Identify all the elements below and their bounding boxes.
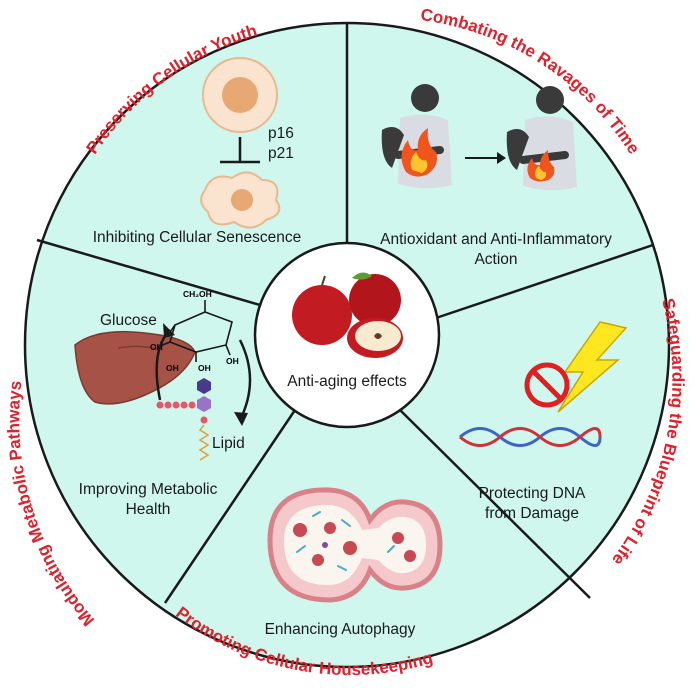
senescent-cell-icon: [200, 171, 281, 229]
senescence-label: Inhibiting Cellular Senescence: [93, 229, 302, 246]
autophagy-label: Enhancing Autophagy: [265, 621, 416, 638]
marker-p16: p16: [268, 125, 294, 142]
person-relieved-icon: [506, 86, 577, 191]
lipid-molecule-icon: [156, 378, 211, 461]
center-label: Anti-aging effects: [287, 373, 407, 390]
metabolic-label-line-1: Improving Metabolic: [79, 481, 218, 498]
center-hub: Anti-aging effects: [253, 241, 441, 429]
oh-label-2: OH: [166, 363, 179, 373]
oh-label-1: OH: [150, 342, 163, 352]
cycle-arrows-icon: [155, 323, 252, 426]
oh-label-4: OH: [226, 356, 239, 366]
glucose-label: Glucose: [100, 312, 157, 329]
marker-p21: p21: [268, 145, 294, 162]
arrow-right-icon: [465, 152, 506, 164]
person-inflamed-icon: [381, 84, 452, 189]
metabolic-label-line-2: Health: [126, 501, 171, 518]
segment-autophagy: Enhancing Autophagy: [265, 487, 443, 638]
autolysosome-icon: [267, 487, 443, 603]
antioxidant-label-line-2: Action: [474, 251, 517, 268]
healthy-cell-icon: [202, 57, 278, 133]
dna-label-line-1: Protecting DNA: [479, 485, 586, 502]
inhibition-icon: [220, 137, 260, 164]
dna-label-line-2: from Damage: [485, 505, 579, 522]
segment-antioxidant: Antioxidant and Anti-Inflammatory Action: [380, 84, 612, 268]
segment-dividers: [36, 23, 654, 604]
oh-label-3: OH: [198, 363, 211, 373]
liver-icon: [74, 330, 196, 405]
segment-dna: Protecting DNA from Damage: [459, 321, 628, 522]
lipid-label: Lipid: [212, 435, 245, 452]
apples-icon: [292, 272, 403, 358]
dna-helix-icon: [459, 427, 602, 447]
ch2oh-label: CH₂OH: [183, 289, 212, 299]
lightning-bolt-icon: [557, 321, 628, 413]
segment-metabolic: Glucose CH₂OH OH OH OH OH: [74, 289, 252, 518]
prohibited-icon: [524, 362, 570, 408]
antioxidant-label-line-1: Antioxidant and Anti-Inflammatory: [380, 231, 612, 248]
segment-senescence: p16 p21 Inhibiting Cellular Senescence: [93, 57, 302, 246]
